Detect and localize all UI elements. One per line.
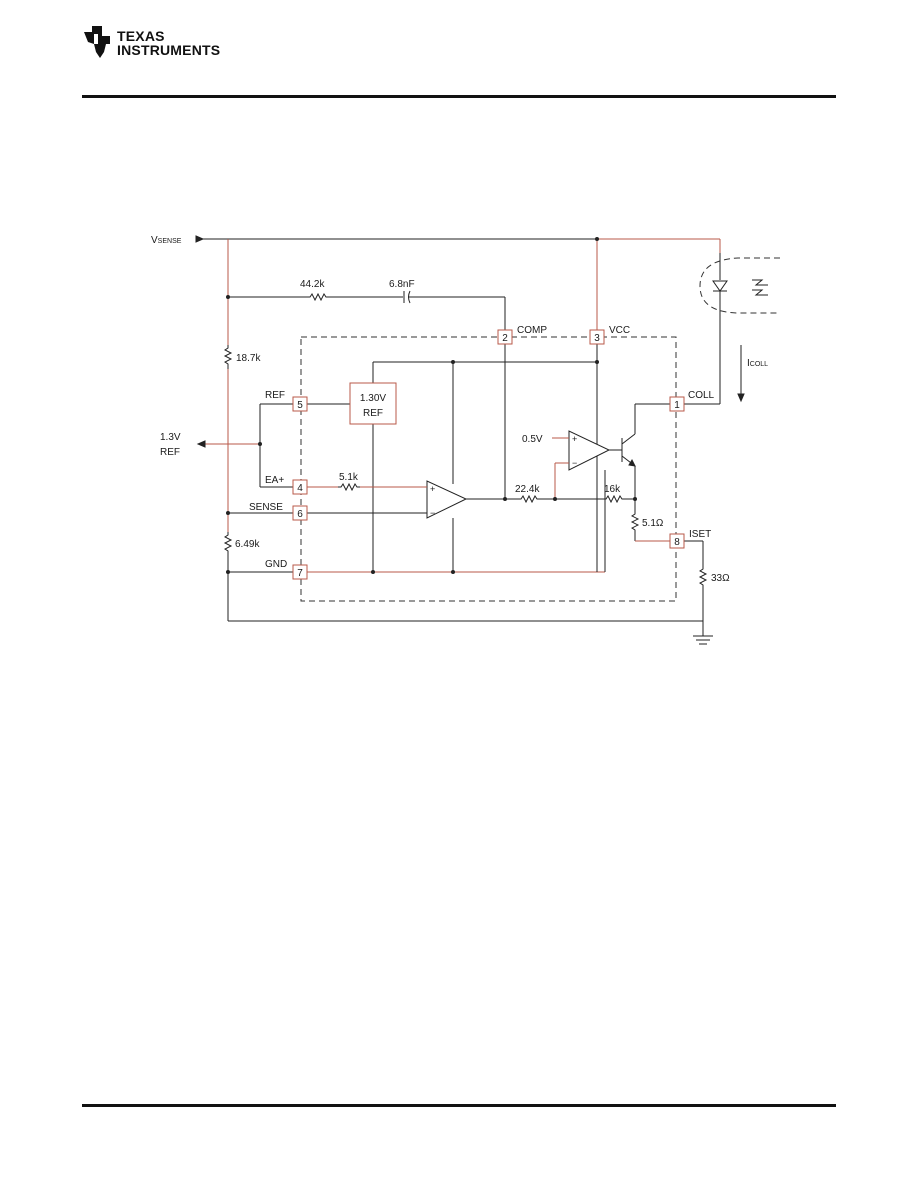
current-amp-icon: [568, 430, 611, 471]
vref-block-label-1: 1.30V: [360, 393, 386, 404]
pin-box-7: [292, 564, 308, 580]
ea-minus-sign: −: [430, 508, 435, 518]
v0v5-label: 0.5V: [522, 434, 543, 445]
footer-rule: [82, 1104, 836, 1107]
ca-plus-sign: +: [572, 434, 577, 444]
r6k49-label: 6.49k: [235, 539, 260, 550]
r33r-label: 33Ω: [711, 573, 730, 584]
resistor-18k7: [223, 345, 233, 369]
npn-transistor-icon: [621, 403, 670, 511]
pin-num-8: 8: [674, 537, 680, 548]
pin-num-5: 5: [297, 400, 303, 411]
pin-name-sense: SENSE: [249, 502, 283, 513]
company-name: Texas Instruments: [117, 29, 220, 57]
icoll-label: ICOLL: [747, 358, 768, 369]
error-amp-icon: [426, 480, 468, 519]
ref-output-arrow-icon: [196, 440, 206, 448]
r5k1-label: 5.1k: [339, 472, 359, 483]
ca-minus-sign: −: [572, 458, 577, 468]
c6n8-label: 6.8nF: [389, 279, 415, 290]
pin-box-1: [669, 396, 685, 412]
ref-out-label-2: REF: [160, 447, 180, 458]
r44k2-label: 44.2k: [300, 279, 325, 290]
resistor-5r1: [630, 511, 640, 533]
pin-box-2: [497, 329, 513, 345]
vsense-arrow-icon: [195, 235, 205, 243]
pin-num-4: 4: [297, 483, 303, 494]
pin-name-gnd: GND: [265, 559, 287, 570]
pin-box-5: [292, 396, 308, 412]
pin-num-6: 6: [297, 509, 303, 520]
pin-num-3: 3: [594, 333, 600, 344]
pin-name-iset: ISET: [689, 529, 711, 540]
pin-num-2: 2: [502, 333, 508, 344]
resistor-6k49: [223, 532, 233, 554]
ic-package-outline: [300, 336, 677, 602]
logo-line1: Texas: [117, 28, 165, 44]
r22k4-label: 22.4k: [515, 484, 540, 495]
vsense-label: VSENSE: [151, 235, 182, 246]
r5r1-label: 5.1Ω: [642, 518, 664, 529]
ground-symbol-icon: [693, 635, 713, 645]
resistor-22k4: [518, 494, 540, 504]
pin-name-comp: COMP: [517, 325, 547, 336]
pin-box-3: [589, 329, 605, 345]
pin-box-4: [292, 479, 308, 495]
resistor-44k2: [307, 292, 330, 302]
light-emission-icon: [752, 279, 768, 296]
pin-num-1: 1: [674, 400, 680, 411]
r16k-label: 16k: [604, 484, 621, 495]
vref-block-label-2: REF: [363, 408, 383, 419]
junction-dots: [226, 237, 637, 574]
ref-out-label-1: 1.3V: [160, 432, 181, 443]
optocoupler-outline: [699, 257, 780, 314]
pin-name-ea: EA+: [265, 475, 284, 486]
ti-logo-icon: [84, 26, 110, 58]
resistor-33r: [698, 566, 708, 588]
vref-block: [349, 382, 397, 425]
pin-num-7: 7: [297, 568, 303, 579]
led-icon: [712, 280, 728, 292]
pin-box-6: [292, 505, 308, 521]
logo-line2: Instruments: [117, 42, 221, 58]
header-rule: [82, 95, 836, 98]
pin-name-coll: COLL: [688, 390, 715, 401]
r18k7-label: 18.7k: [236, 353, 261, 364]
capacitor-6n8-plate-b: [408, 290, 411, 304]
resistor-5k1: [338, 482, 360, 492]
pin-box-8: [669, 533, 685, 549]
pin-name-vcc: VCC: [609, 325, 630, 336]
pin-name-ref: REF: [265, 390, 285, 401]
ea-plus-sign: +: [430, 484, 435, 494]
resistor-16k: [603, 494, 625, 504]
